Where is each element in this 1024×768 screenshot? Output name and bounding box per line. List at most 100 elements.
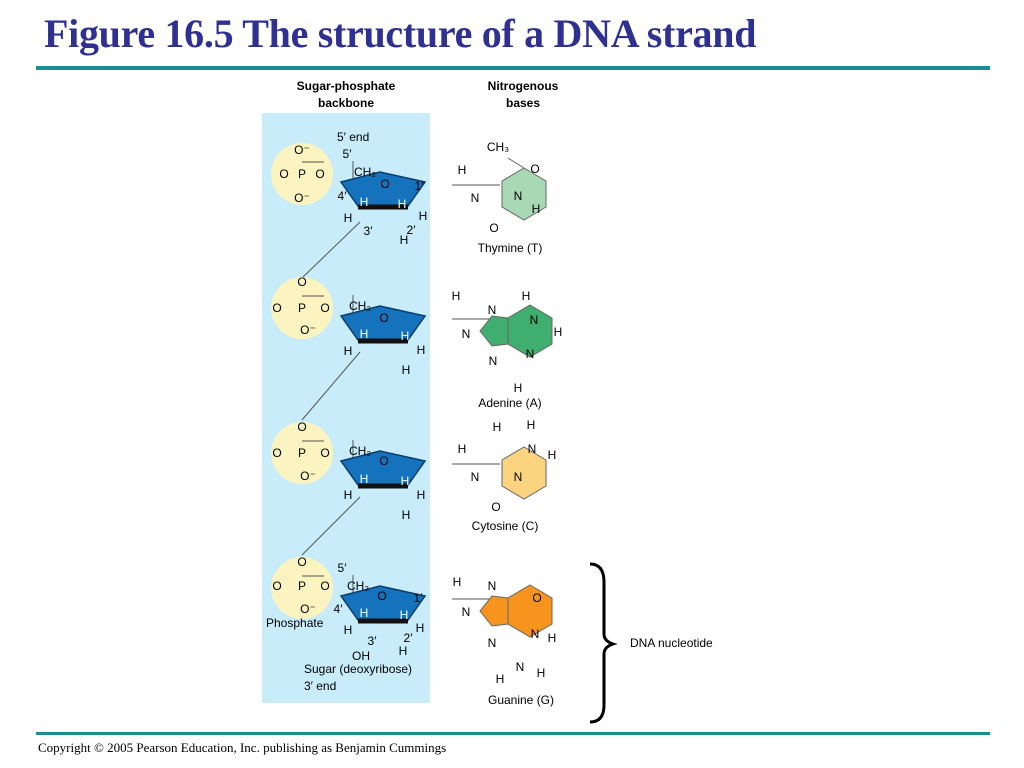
svg-text:H: H — [532, 202, 541, 216]
svg-text:O⁻: O⁻ — [300, 323, 316, 337]
base-name-guanine: Guanine (G) — [488, 693, 554, 707]
svg-text:O: O — [320, 579, 329, 593]
svg-text:H: H — [548, 448, 557, 462]
svg-text:H: H — [458, 442, 467, 456]
page-title: Figure 16.5 The structure of a DNA stran… — [44, 11, 757, 56]
copyright-footer: Copyright © 2005 Pearson Education, Inc.… — [38, 740, 447, 755]
svg-text:OH: OH — [352, 649, 370, 663]
svg-text:N: N — [514, 470, 523, 484]
svg-text:O: O — [320, 301, 329, 315]
footer-divider — [36, 732, 990, 735]
svg-text:O: O — [377, 589, 386, 603]
svg-text:O: O — [320, 446, 329, 460]
svg-text:H: H — [400, 608, 409, 622]
svg-text:N: N — [488, 579, 497, 593]
svg-text:H: H — [554, 325, 563, 339]
svg-text:O⁻: O⁻ — [294, 191, 310, 205]
backbone-header-line2: backbone — [318, 96, 374, 110]
phosphate-group — [271, 557, 333, 619]
base-name-thymine: Thymine (T) — [478, 241, 543, 255]
svg-text:N: N — [462, 605, 471, 619]
svg-text:N: N — [514, 189, 523, 203]
svg-text:H: H — [400, 233, 409, 247]
phosphate-label: Phosphate — [266, 616, 324, 630]
svg-text:O: O — [297, 275, 306, 289]
svg-text:H: H — [344, 211, 353, 225]
nucleotide-brace — [589, 562, 618, 724]
three-prime-end-label: 3′ end — [304, 679, 336, 693]
dna-nucleotide-label: DNA nucleotide — [630, 636, 713, 650]
svg-text:O: O — [380, 177, 389, 191]
svg-text:H: H — [360, 195, 369, 209]
backbone-header: Sugar-phosphate — [297, 79, 396, 93]
svg-text:H: H — [398, 197, 407, 211]
svg-text:H: H — [416, 621, 425, 635]
svg-text:H: H — [419, 209, 428, 223]
svg-text:N: N — [489, 354, 498, 368]
svg-text:H: H — [522, 289, 531, 303]
svg-text:O: O — [532, 591, 541, 605]
svg-text:P: P — [298, 579, 306, 593]
svg-text:4′: 4′ — [334, 602, 344, 616]
svg-text:N: N — [516, 660, 525, 674]
bases-header-line2: bases — [506, 96, 540, 110]
svg-text:O: O — [315, 167, 324, 181]
svg-text:O⁻: O⁻ — [300, 469, 316, 483]
sugar-label: Sugar (deoxyribose) — [304, 662, 412, 676]
svg-text:O: O — [379, 454, 388, 468]
phosphate-group — [271, 422, 333, 484]
svg-text:N: N — [471, 191, 480, 205]
svg-text:H: H — [493, 420, 502, 434]
svg-text:N: N — [531, 627, 540, 641]
svg-text:O: O — [272, 579, 281, 593]
svg-text:CH₂: CH₂ — [349, 299, 371, 313]
svg-text:H: H — [360, 472, 369, 486]
phosphodiester-link — [301, 496, 361, 556]
svg-text:N: N — [462, 327, 471, 341]
phosphodiester-link — [301, 351, 361, 421]
svg-text:H: H — [402, 508, 411, 522]
svg-text:H: H — [344, 623, 353, 637]
svg-text:O: O — [489, 221, 498, 235]
base-name-cytosine: Cytosine (C) — [472, 519, 539, 533]
svg-text:O: O — [272, 446, 281, 460]
svg-text:H: H — [344, 344, 353, 358]
svg-text:O: O — [297, 420, 306, 434]
svg-text:N: N — [488, 636, 497, 650]
phosphodiester-link — [301, 221, 361, 279]
svg-text:O⁻: O⁻ — [294, 143, 310, 157]
svg-text:5′: 5′ — [338, 561, 348, 575]
svg-text:CH₃: CH₃ — [487, 140, 509, 154]
svg-text:H: H — [527, 418, 536, 432]
nucleotide-thymine: O⁻ O P O O⁻ 5′ CH₂ O 1′ 4′ H H H H 3′ 2′… — [271, 140, 547, 255]
svg-text:N: N — [526, 347, 535, 361]
svg-text:3′: 3′ — [364, 224, 374, 238]
bases-header: Nitrogenous — [488, 79, 559, 93]
svg-text:H: H — [344, 488, 353, 502]
svg-text:H: H — [402, 363, 411, 377]
phosphate-group — [271, 143, 333, 205]
svg-text:H: H — [453, 575, 462, 589]
svg-text:4′: 4′ — [338, 189, 348, 203]
nucleotide-cytosine: O O P O O⁻ CH₂ O H H H H H H H H N H N N… — [271, 418, 556, 533]
svg-text:H: H — [401, 329, 410, 343]
svg-text:CH₂: CH₂ — [349, 444, 371, 458]
svg-text:2′: 2′ — [404, 631, 414, 645]
svg-text:5′: 5′ — [343, 147, 353, 161]
svg-text:H: H — [537, 666, 546, 680]
svg-text:CH₂: CH₂ — [347, 579, 369, 593]
svg-text:H: H — [417, 343, 426, 357]
svg-text:H: H — [401, 474, 410, 488]
svg-text:N: N — [530, 313, 539, 327]
svg-text:H: H — [399, 644, 408, 658]
svg-text:H: H — [417, 488, 426, 502]
svg-text:CH₂: CH₂ — [354, 165, 376, 179]
svg-text:H: H — [548, 631, 557, 645]
five-prime-end-label: 5′ end — [337, 130, 369, 144]
nucleotide-guanine: O O P O O⁻ 5′ CH₂ O 1′ 4′ H H H H 3′ 2′ … — [271, 555, 556, 707]
svg-text:1′: 1′ — [414, 591, 424, 605]
svg-text:O: O — [297, 555, 306, 569]
svg-text:O: O — [379, 311, 388, 325]
svg-text:H: H — [458, 163, 467, 177]
